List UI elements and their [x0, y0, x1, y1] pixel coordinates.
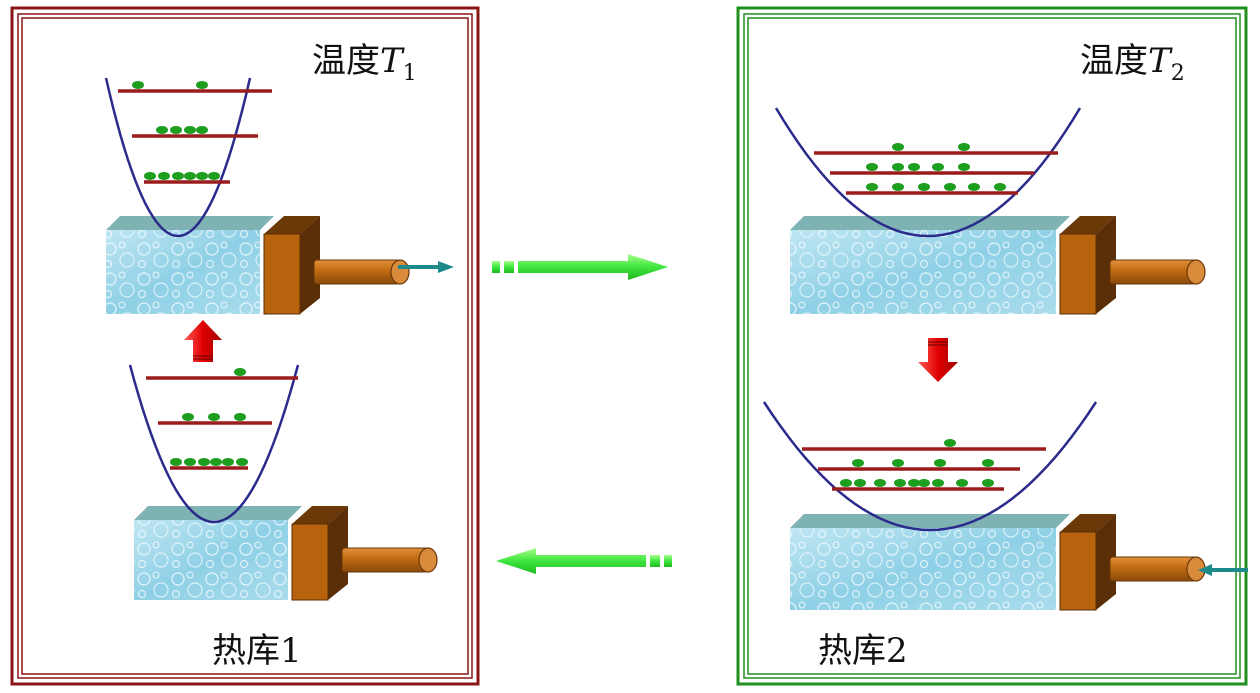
left-panel-frame	[10, 6, 480, 686]
particle	[208, 172, 220, 180]
particle	[932, 479, 944, 487]
particle	[184, 126, 196, 134]
particle	[852, 459, 864, 467]
heat-in-arrow-icon	[1198, 564, 1248, 576]
particle	[994, 183, 1006, 191]
heat-pipe	[341, 547, 438, 573]
left-top-reservoir	[106, 216, 410, 315]
piston-block	[263, 216, 320, 315]
right-bottom-well	[762, 401, 1098, 532]
piston-block	[291, 506, 348, 601]
particle	[944, 439, 956, 447]
particle	[918, 479, 930, 487]
arrow-down-icon	[918, 338, 958, 382]
left-reservoir-label: 热库1	[212, 631, 302, 671]
right-temperature-label: 温度T2	[1080, 41, 1185, 86]
particle	[982, 459, 994, 467]
particle	[170, 458, 182, 466]
particle	[184, 458, 196, 466]
particle	[184, 172, 196, 180]
particle	[956, 479, 968, 487]
particle	[918, 183, 930, 191]
particle	[234, 368, 246, 376]
left-bottom-reservoir	[134, 506, 438, 601]
particle	[196, 81, 208, 89]
right-bottom-reservoir	[790, 514, 1206, 611]
particle	[182, 413, 194, 421]
particle	[968, 183, 980, 191]
particle	[196, 172, 208, 180]
left-bottom-well	[128, 364, 300, 524]
particle	[170, 126, 182, 134]
particle	[908, 163, 920, 171]
particle	[892, 143, 904, 151]
particle	[208, 413, 220, 421]
particle	[908, 479, 920, 487]
particle	[210, 458, 222, 466]
left-top-well	[104, 77, 272, 238]
heat-pipe	[313, 259, 410, 285]
arrow-right-icon	[492, 254, 668, 280]
left-temperature-label: 温度T1	[312, 41, 417, 86]
piston-block	[1059, 514, 1116, 611]
right-top-well	[774, 107, 1082, 238]
heat-out-arrow-icon	[398, 261, 454, 273]
particle	[874, 479, 886, 487]
particle	[894, 479, 906, 487]
heat-pipe	[1109, 556, 1206, 582]
particle	[156, 126, 168, 134]
potential-curve	[774, 107, 1082, 238]
particle	[198, 458, 210, 466]
particle	[144, 172, 156, 180]
potential-curve	[762, 401, 1098, 532]
particle	[892, 183, 904, 191]
particle	[158, 172, 170, 180]
particle	[236, 458, 248, 466]
particle	[982, 479, 994, 487]
particle	[934, 459, 946, 467]
right-top-reservoir	[790, 216, 1206, 315]
particle	[234, 413, 246, 421]
piston-block	[1059, 216, 1116, 315]
particle	[866, 183, 878, 191]
right-reservoir-label: 热库2	[818, 631, 908, 671]
potential-curve	[128, 364, 300, 524]
particle	[958, 143, 970, 151]
particle	[944, 183, 956, 191]
particle	[866, 163, 878, 171]
particle	[854, 479, 866, 487]
particle	[222, 458, 234, 466]
arrow-left-icon	[496, 548, 672, 574]
right-panel-frame	[736, 6, 1248, 686]
particle	[132, 81, 144, 89]
particle	[172, 172, 184, 180]
particle	[958, 163, 970, 171]
heat-pipe	[1109, 259, 1206, 285]
particle	[892, 163, 904, 171]
particle	[932, 163, 944, 171]
particle	[892, 459, 904, 467]
arrow-up-icon	[184, 320, 222, 362]
particle	[840, 479, 852, 487]
potential-curve	[104, 77, 252, 238]
particle	[196, 126, 208, 134]
